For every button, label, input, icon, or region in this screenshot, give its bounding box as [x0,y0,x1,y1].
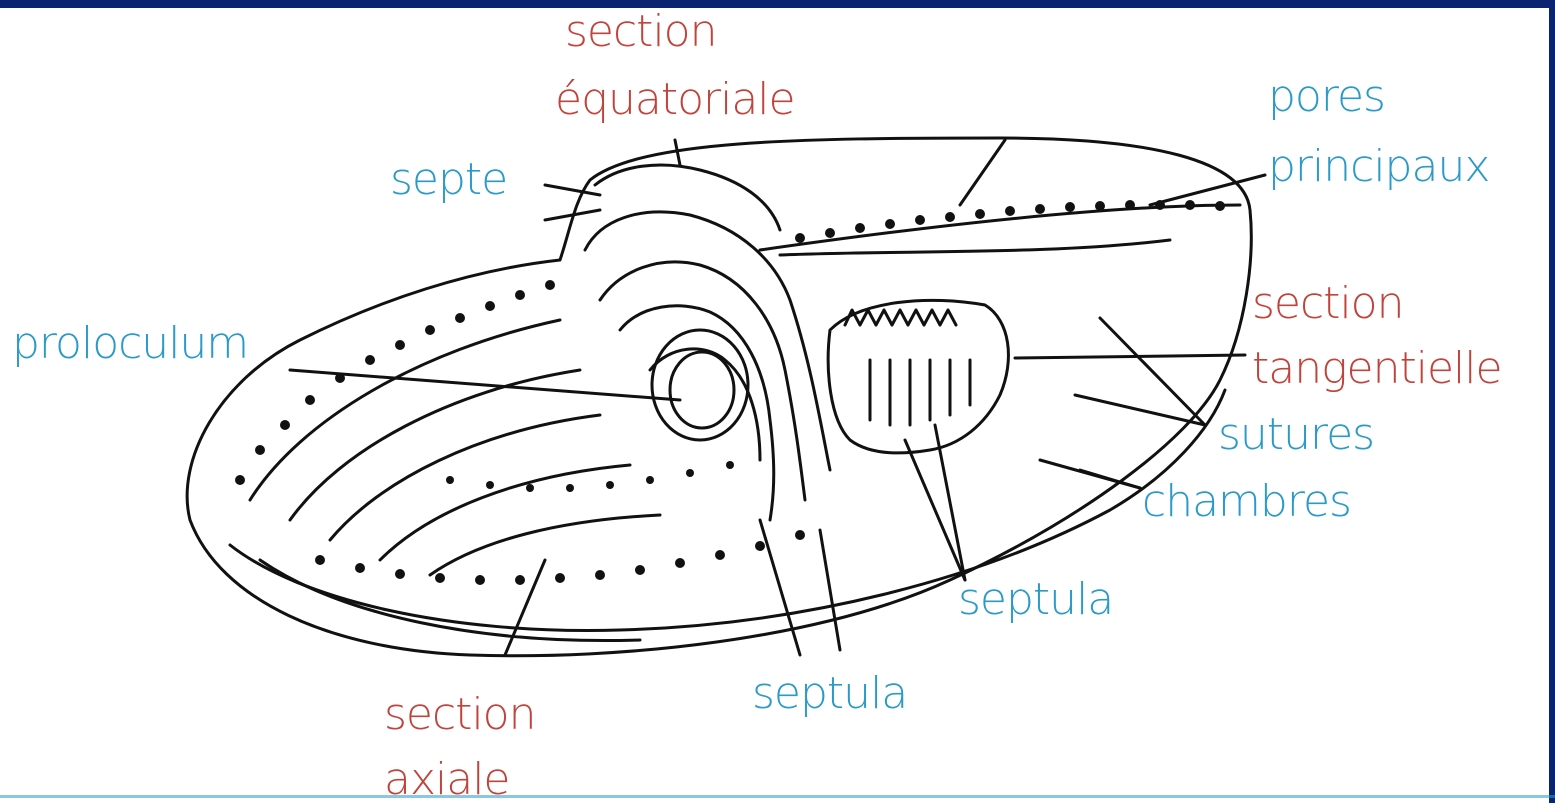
label-section-axiale-line1: section [384,693,535,737]
axial-curve-1 [250,320,560,500]
label-septula-bottom: septula [752,672,907,716]
axial-curve-5 [430,515,660,575]
back-edge [760,205,1240,250]
leader-axiale [505,560,545,655]
label-proloculum: proloculum [12,322,248,366]
label-septe: septe [390,158,507,202]
tangential-chambers [870,360,970,425]
axial-curve-4 [380,465,630,560]
back-edge-2 [780,240,1170,255]
leader-septula-bottom-2 [820,530,840,650]
leader-sutures-2 [1075,395,1205,425]
leader-septe-1 [545,185,600,195]
leader-tangentielle [1015,355,1245,358]
label-section-tangentielle-line1: section [1252,282,1403,326]
axial-curve-3 [330,415,600,540]
tangential-section [828,300,1008,453]
leader-pores-2 [960,140,1005,205]
proloculum-inner [670,352,734,428]
label-section-axiale-line2: axiale [384,758,509,802]
label-septula-right: septula [958,578,1113,622]
label-pores-line2: principaux [1268,145,1489,189]
whorl-arc-2 [585,212,830,470]
axial-curve-2 [290,370,580,520]
label-pores-line1: pores [1268,75,1385,119]
leader-sutures [1100,318,1205,425]
label-chambres: chambres [1142,480,1351,524]
label-section-equatoriale-line1: section [565,10,716,54]
leader-proloculum [290,370,680,400]
leader-septula-right [905,440,965,580]
leader-septula-right-2 [935,425,965,580]
whorl-arc-1 [595,165,780,230]
label-sutures: sutures [1218,413,1374,457]
whorl-arc-4 [620,306,774,520]
label-section-tangentielle-line2: tangentielle [1252,347,1502,391]
label-section-equatoriale-line2: équatoriale [555,78,795,122]
